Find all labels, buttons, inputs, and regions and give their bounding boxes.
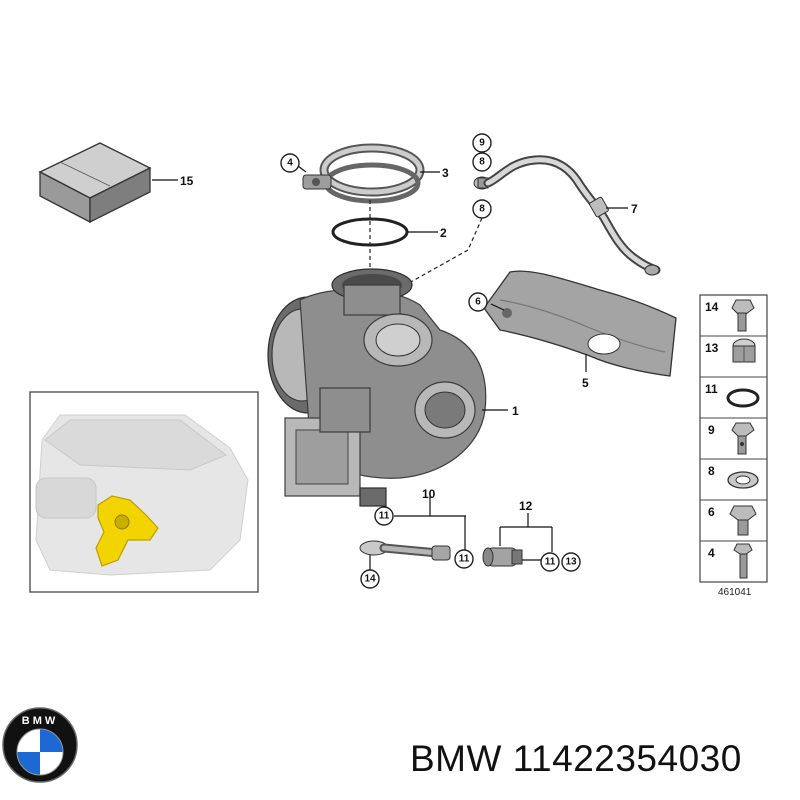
drain-adapter [482,547,523,567]
callout-14: 14 [360,569,380,589]
label-5: 5 [582,376,589,390]
label-3: 3 [442,166,449,180]
callout-8-bottom: 8 [472,199,492,219]
callout-13-text: 13 [565,557,577,568]
label-2: 2 [440,226,447,240]
oil-drain-pipe [359,540,451,561]
banjo-bolt-icon [731,422,755,455]
heat-shield [483,270,677,377]
gasket-kit-box [38,142,152,224]
callout-11-mid-text: 11 [459,554,470,565]
hex-bolt-icon [729,505,757,536]
turbo-highlight [95,495,159,567]
turbocharger [267,268,487,507]
v-band-clamp [302,143,425,204]
legend-number: 4 [708,546,715,560]
callout-9: 9 [472,133,492,153]
callout-6-text: 6 [475,297,481,308]
engine-location-inset [29,391,259,593]
label-10: 10 [422,487,436,501]
callout-11-mid: 11 [454,549,474,569]
sealing-washer-icon [727,471,759,489]
bolt-icon [731,299,755,332]
oil-feed-pipe [483,155,661,276]
label-7: 7 [631,202,638,216]
diagram-id: 461041 [718,587,752,598]
callout-8-top-text: 8 [479,157,485,168]
callout-4-text: 4 [287,158,293,169]
callout-11-left-text: 11 [379,511,390,522]
callout-8-top: 8 [472,152,492,172]
callout-6: 6 [468,292,488,312]
callout-13: 13 [561,552,581,572]
callout-11-right-text: 11 [545,557,556,568]
legend-number: 9 [708,423,715,437]
callout-14-text: 14 [364,574,376,585]
cap-nut-icon [732,338,756,363]
callout-11-right: 11 [540,552,560,572]
bmw-logo-letters: BMW [22,715,59,727]
legend-number: 14 [705,300,719,314]
stud-bolt-icon [733,543,753,579]
bmw-logo: BMW [2,707,78,783]
label-12: 12 [519,499,533,513]
callout-4: 4 [280,153,300,173]
legend-number: 6 [708,505,715,519]
callout-9-text: 9 [479,138,485,149]
legend-number: 8 [708,464,715,478]
legend-number: 13 [705,341,719,355]
small-parts-legend [699,294,768,583]
callout-11-left: 11 [374,506,394,526]
label-1: 1 [512,404,519,418]
part-number-label: BMW 11422354030 [410,738,742,779]
legend-number: 11 [705,382,718,396]
callout-8-bottom-text: 8 [479,204,485,215]
label-15: 15 [180,174,194,188]
o-ring-icon [726,388,760,408]
